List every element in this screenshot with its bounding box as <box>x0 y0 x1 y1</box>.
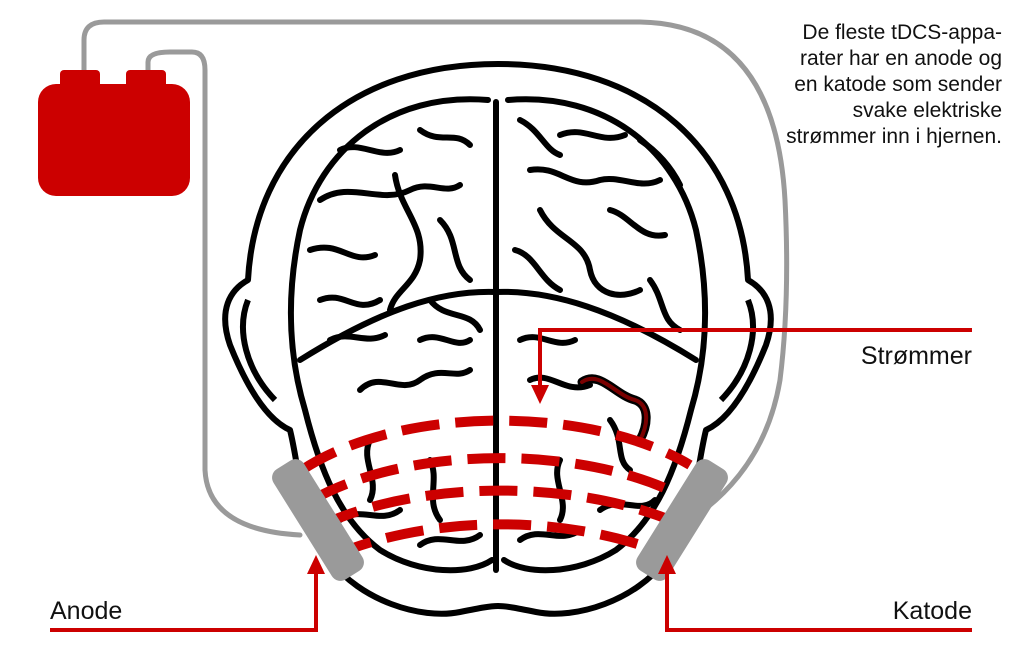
caption-text: De fleste tDCS-appa- rater har en anode … <box>742 20 1002 150</box>
caption-line: svake elektriske <box>852 99 1002 122</box>
current-arc-1 <box>299 415 693 475</box>
brain-folds <box>307 117 683 548</box>
current-arc-3 <box>319 485 672 530</box>
label-arrows <box>50 328 972 632</box>
katode-label: Katode <box>892 597 972 625</box>
strommer-arrow-line <box>538 328 972 390</box>
katode-arrowhead <box>658 555 676 574</box>
caption-line: rater har en anode og <box>800 47 1002 70</box>
tentorium-line <box>297 288 699 363</box>
wire-to-katode <box>81 19 790 523</box>
current-arcs <box>299 415 693 560</box>
battery-wires <box>81 19 790 538</box>
katode-arrow-line <box>665 570 972 632</box>
anode-arrow-line <box>50 570 318 632</box>
caption-line: en katode som sender <box>794 73 1002 96</box>
strommer-arrowhead <box>531 385 549 404</box>
anode-arrowhead <box>307 555 325 574</box>
left-ear <box>240 298 278 403</box>
current-arc-2 <box>309 453 683 505</box>
right-ear <box>718 298 756 403</box>
caption-line: strømmer inn i hjernen. <box>786 125 1002 148</box>
electrodes <box>272 459 728 581</box>
katode-electrode <box>636 459 728 581</box>
current-arc-4 <box>333 519 657 560</box>
highlighted-fold-inner <box>580 376 649 442</box>
battery-icon <box>38 70 190 196</box>
anode-electrode <box>272 459 364 581</box>
anode-label: Anode <box>50 597 123 625</box>
caption-line: De fleste tDCS-appa- <box>802 21 1002 44</box>
wire-to-anode <box>145 49 303 538</box>
arrowheads <box>307 385 676 574</box>
strommer-label: Strømmer <box>860 342 972 370</box>
